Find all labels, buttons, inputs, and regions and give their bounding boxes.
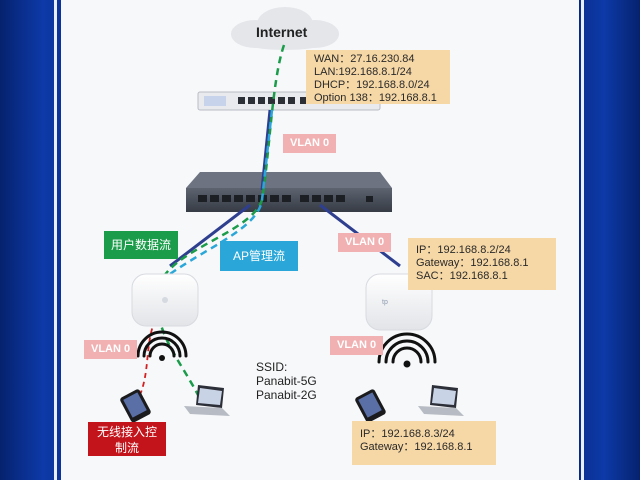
- frame-stripe-left: [54, 0, 57, 480]
- ap2-info-line: Gateway：192.168.8.1: [416, 257, 529, 269]
- vlan-ap1-wireless-label: VLAN 0: [84, 340, 138, 359]
- frame-stripe-right: [581, 0, 584, 480]
- client-info-line: Gateway：192.168.8.1: [360, 441, 473, 453]
- frame-border-right: [580, 0, 640, 480]
- ssid-text: SSID: Panabit-5G Panabit-2G: [256, 360, 317, 402]
- access-control-line: 无线接入控: [96, 425, 157, 439]
- client-info-line: IP：192.168.8.3/24: [360, 428, 455, 440]
- ssid-line: Panabit-2G: [256, 388, 317, 402]
- svg-text:tp: tp: [382, 299, 388, 306]
- internet-cloud-icon: [231, 7, 339, 50]
- switch-icon: [186, 172, 392, 212]
- wan-info-box: WAN：27.16.230.84 LAN:192.168.8.1/24 DHCP…: [306, 50, 450, 104]
- wan-info-line: Option 138：192.168.8.1: [314, 92, 437, 104]
- vlan-ap2-wireless-label: VLAN 0: [330, 336, 384, 355]
- ap2-info-line: SAC：192.168.8.1: [416, 270, 508, 282]
- ssid-line: Panabit-5G: [256, 374, 317, 388]
- cable-switch-ap1: [169, 203, 251, 268]
- internet-label: Internet: [256, 24, 308, 40]
- access-control-line: 制流: [114, 441, 139, 455]
- phone-2-icon: [355, 389, 386, 423]
- access-control-flow-line: [139, 319, 156, 396]
- vlan-switch-ap2-label: VLAN 0: [338, 233, 392, 252]
- access-point-1-icon: [131, 273, 199, 327]
- wan-info-line: LAN:192.168.8.1/24: [314, 66, 412, 78]
- cable-router-switch: [260, 109, 272, 191]
- wan-info-line: DHCP：192.168.8.0/24: [314, 79, 430, 91]
- ap2-info-box: IP：192.168.8.2/24 Gateway：192.168.8.1 SA…: [408, 238, 556, 290]
- wifi-signal-1-icon: [136, 330, 188, 361]
- ap-mgmt-flow-tag: AP管理流: [220, 241, 298, 271]
- client-info-box: IP：192.168.8.3/24 Gateway：192.168.8.1: [352, 421, 496, 465]
- ssid-line: SSID:: [256, 360, 288, 374]
- phone-1-icon: [120, 389, 151, 423]
- user-data-flow-tag: 用户数据流: [104, 231, 178, 259]
- laptop-2-icon: [418, 385, 464, 416]
- frame-border-left: [0, 0, 72, 480]
- wifi-signal-2-icon: [377, 332, 437, 368]
- ap2-info-line: IP：192.168.8.2/24: [416, 244, 511, 256]
- laptop-1-icon: [184, 385, 230, 416]
- vlan-router-switch-label: VLAN 0: [283, 134, 337, 153]
- access-control-flow-tag: 无线接入控 制流: [88, 422, 166, 456]
- wan-info-line: WAN：27.16.230.84: [314, 53, 415, 65]
